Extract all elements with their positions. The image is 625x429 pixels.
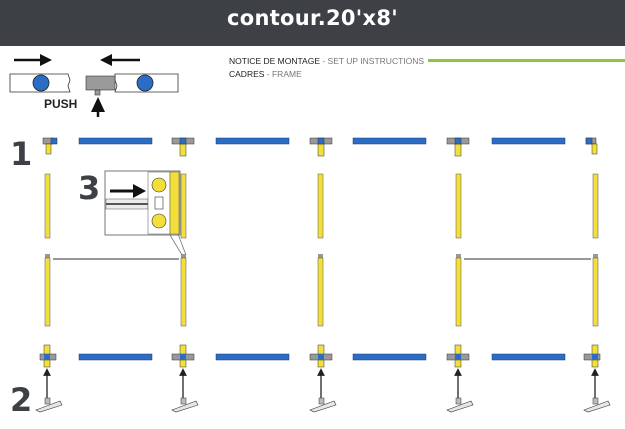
- cross-connector: [309, 344, 333, 368]
- step-number-2: 2: [10, 381, 33, 419]
- notice-line: NOTICE DE MONTAGE - SET UP INSTRUCTIONS: [229, 56, 424, 66]
- accent-line: [428, 59, 625, 62]
- push-label: PUSH: [44, 97, 78, 111]
- bottom-beam: [352, 353, 427, 361]
- top-beam: [215, 137, 290, 145]
- cross-connector: [583, 344, 601, 368]
- frame-sub: - FRAME: [264, 69, 302, 79]
- corner-connector: [585, 137, 598, 155]
- bottom-beams: [78, 353, 566, 361]
- cross-connector: [39, 344, 57, 368]
- feet: [35, 368, 611, 413]
- upper-pole: [592, 173, 599, 239]
- bottom-beam: [491, 353, 566, 361]
- upper-pole: [44, 173, 51, 239]
- bottom-beam: [215, 353, 290, 361]
- t-connector: [171, 137, 195, 157]
- t-connector: [446, 137, 470, 157]
- push-illustration: [9, 54, 179, 117]
- lower-pole: [180, 257, 187, 327]
- bottom-connectors: [39, 344, 601, 368]
- top-connectors: [42, 137, 598, 157]
- notice-sub: - SET UP INSTRUCTIONS: [320, 56, 425, 66]
- notice-main: NOTICE DE MONTAGE: [229, 56, 320, 66]
- step-number-3: 3: [78, 169, 101, 207]
- top-beams: [78, 137, 566, 145]
- top-beam: [78, 137, 153, 145]
- step-number-1: 1: [10, 135, 33, 173]
- lower-pole: [44, 257, 51, 327]
- base-plate: [35, 397, 63, 413]
- base-plate: [309, 397, 337, 413]
- base-plate: [446, 397, 474, 413]
- frame-main: CADRES: [229, 69, 265, 79]
- bottom-beam: [78, 353, 153, 361]
- corner-connector: [42, 137, 58, 155]
- header-bar: contour.20'x8': [0, 0, 625, 46]
- detail-box-step-3: [104, 170, 187, 256]
- base-plate: [583, 397, 611, 413]
- upper-pole: [180, 173, 187, 239]
- lower-pole: [317, 257, 324, 327]
- upper-pole: [317, 173, 324, 239]
- top-beam: [352, 137, 427, 145]
- cross-connector: [171, 344, 195, 368]
- lower-pole: [592, 257, 599, 327]
- base-plate: [171, 397, 199, 413]
- frame-line: CADRES - FRAME: [229, 69, 302, 79]
- upper-poles: [44, 173, 599, 239]
- lower-pole: [455, 257, 462, 327]
- t-connector: [309, 137, 333, 157]
- page-title: contour.20'x8': [226, 6, 399, 30]
- lower-poles: [44, 254, 599, 327]
- cross-connector: [446, 344, 470, 368]
- top-beam: [491, 137, 566, 145]
- upper-pole: [455, 173, 462, 239]
